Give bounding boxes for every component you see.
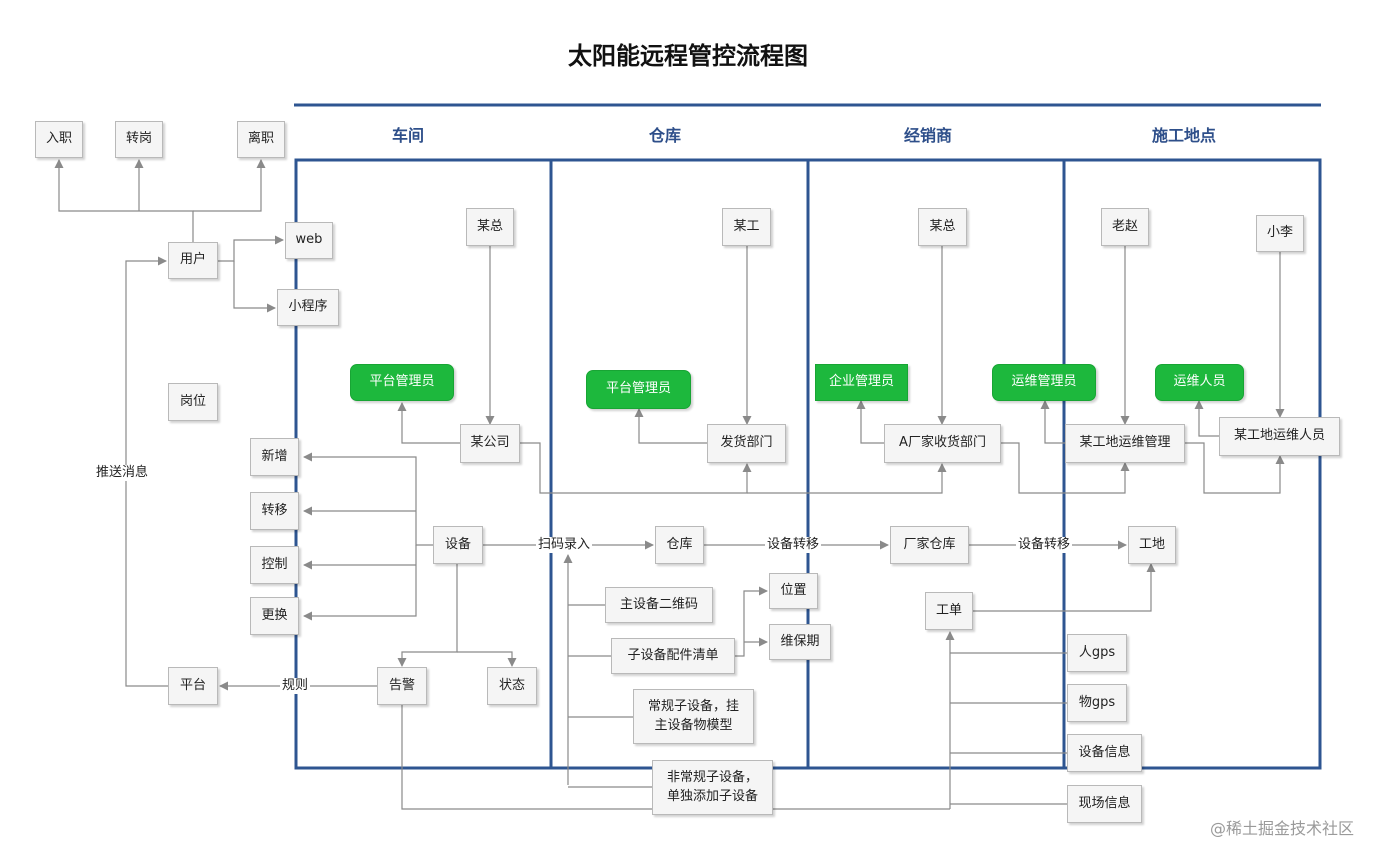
node-sub-parts-list: 子设备配件清单	[611, 638, 735, 674]
node-shipping-dept: 发货部门	[707, 424, 786, 463]
node-enterprise-admin: 企业管理员	[815, 364, 908, 401]
label-push-message: 推送消息	[94, 465, 151, 481]
node-transfer-post: 转岗	[115, 121, 163, 158]
node-lao-zhao: 老赵	[1101, 208, 1149, 246]
node-object-gps: 物gps	[1067, 684, 1127, 722]
node-web: web	[285, 222, 333, 259]
label-rule: 规则	[280, 678, 311, 694]
node-move: 转移	[250, 492, 299, 530]
node-alarm: 告警	[377, 667, 427, 705]
node-factory-warehouse: 厂家仓库	[890, 526, 969, 564]
node-site: 工地	[1128, 526, 1176, 564]
node-onboard: 入职	[35, 121, 83, 158]
node-regular-sub-device: 常规子设备，挂 主设备物模型	[633, 689, 754, 744]
node-warranty: 维保期	[769, 624, 831, 660]
node-device-info: 设备信息	[1067, 734, 1142, 772]
node-xiao-li: 小李	[1256, 215, 1304, 252]
label-device-transfer-2: 设备转移	[1016, 537, 1073, 553]
node-boss-workshop: 某总	[466, 208, 514, 246]
label-scan-input: 扫码录入	[536, 537, 593, 553]
label-device-transfer-1: 设备转移	[765, 537, 822, 553]
lane-header-dealer: 经销商	[903, 126, 952, 145]
node-platform-admin-warehouse: 平台管理员	[586, 370, 691, 409]
node-device: 设备	[433, 526, 483, 564]
watermark: @稀土掘金技术社区	[1209, 819, 1354, 838]
node-platform: 平台	[168, 667, 218, 705]
diagram-title: 太阳能远程管控流程图	[568, 42, 808, 70]
lane-header-workshop: 车间	[391, 126, 424, 145]
lane-header-warehouse: 仓库	[648, 126, 681, 145]
node-boss-dealer: 某总	[918, 208, 967, 246]
node-add: 新增	[250, 438, 299, 476]
connectors	[54, 159, 1285, 810]
node-worker-warehouse: 某工	[722, 208, 771, 246]
node-status: 状态	[487, 667, 537, 705]
node-location: 位置	[769, 573, 818, 609]
node-site-ops-mgmt: 某工地运维管理	[1065, 424, 1185, 463]
node-replace: 更换	[250, 597, 299, 635]
node-person-gps: 人gps	[1067, 634, 1127, 672]
node-ops-admin: 运维管理员	[992, 364, 1096, 401]
node-platform-admin-workshop: 平台管理员	[350, 364, 454, 401]
node-site-info: 现场信息	[1067, 785, 1142, 823]
node-user: 用户	[168, 242, 218, 279]
node-irregular-sub-device: 非常规子设备， 单独添加子设备	[652, 760, 773, 815]
node-warehouse: 仓库	[655, 526, 704, 564]
node-resign: 离职	[237, 121, 285, 158]
node-ops-staff: 运维人员	[1155, 364, 1244, 401]
node-post: 岗位	[168, 383, 218, 421]
node-control: 控制	[250, 546, 299, 584]
node-main-qr: 主设备二维码	[605, 587, 713, 623]
node-work-order: 工单	[925, 592, 973, 630]
node-company: 某公司	[460, 424, 520, 463]
node-site-ops-staff: 某工地运维人员	[1219, 417, 1340, 456]
node-factory-receiving: A厂家收货部门	[884, 424, 1001, 463]
lane-header-site: 施工地点	[1151, 126, 1216, 145]
node-mini-program: 小程序	[277, 289, 339, 326]
